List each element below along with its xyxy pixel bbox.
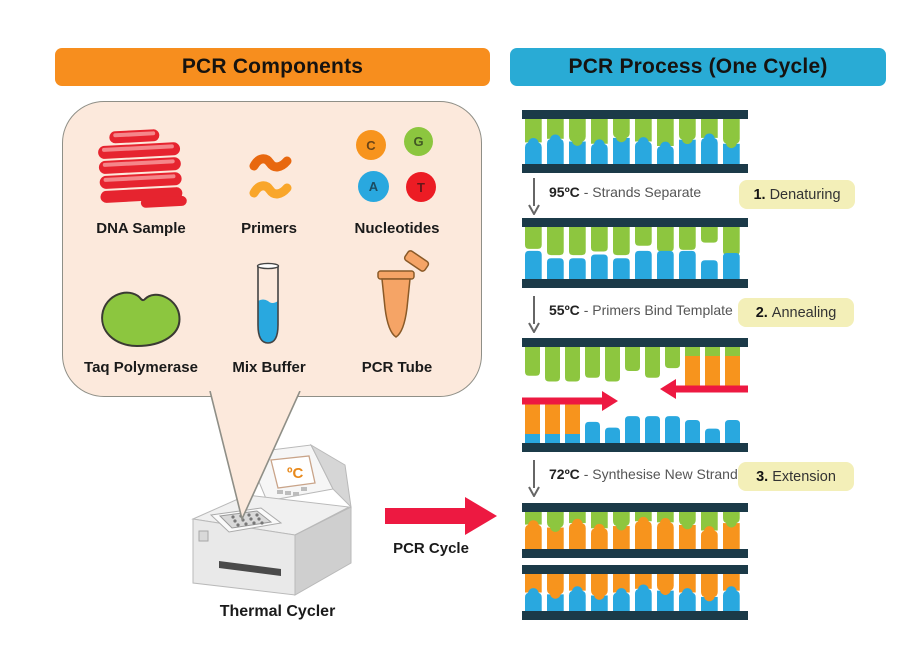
taq-polymerase-label: Taq Polymerase (84, 359, 198, 376)
stage-2-number: 2. (755, 304, 768, 321)
nucleotide-a: A (358, 171, 389, 202)
dna-strand-separated (522, 218, 748, 288)
pcr-cycle-arrow-icon (385, 497, 497, 535)
step-down-arrow-icon (528, 296, 540, 333)
nucleotides-label: Nucleotides (354, 220, 440, 237)
dna-product-strand-1 (522, 503, 748, 558)
nucleotide-c: C (356, 130, 386, 160)
step-2-desc: - Primers Bind Template (583, 302, 733, 318)
pcr-tube-label: PCR Tube (361, 359, 433, 376)
stage-1-number: 1. (753, 186, 766, 203)
nucleotides-icon: C G A T (351, 124, 443, 206)
pcr-process-header: PCR Process (One Cycle) (510, 48, 886, 86)
pcr-cycle-label: PCR Cycle (393, 540, 469, 557)
step-2-temp: 55ºC (549, 302, 580, 318)
dna-sample-icon (98, 129, 187, 208)
stage-1-label: Denaturing (769, 186, 841, 203)
mix-buffer-icon (256, 262, 280, 344)
stage-3-label: Extension (772, 468, 836, 485)
stage-badge-extension: 3. Extension (738, 462, 854, 491)
pcr-components-header: PCR Components (55, 48, 490, 86)
pcr-tube-icon (377, 250, 430, 338)
stage-badge-denaturing: 1. Denaturing (739, 180, 855, 209)
components-bubble: C G A T DNA Sample Primers Nucleotides T… (62, 101, 482, 397)
step-down-arrow-icon (528, 178, 540, 215)
primers-icon (249, 154, 292, 199)
step-1-temp: 95ºC (549, 184, 580, 200)
dna-sample-label: DNA Sample (96, 220, 186, 237)
stage-badge-annealing: 2. Annealing (738, 298, 854, 327)
step-1-desc: - Strands Separate (583, 184, 702, 200)
nucleotide-t: T (406, 172, 436, 202)
step-down-arrow-icon (528, 460, 540, 497)
dna-strand-double (522, 110, 748, 173)
thermal-cycler-label: Thermal Cycler (219, 603, 336, 620)
stage-3-number: 3. (756, 468, 769, 485)
mix-buffer-label: Mix Buffer (232, 359, 306, 376)
nucleotide-g: G (404, 127, 433, 156)
dna-strand-annealing (522, 338, 748, 452)
step-1-text: 95ºC - Strands Separate (549, 184, 701, 200)
stage-2-label: Annealing (771, 304, 837, 321)
primers-label: Primers (241, 220, 297, 237)
thermal-cycler-illustration: ºC (191, 443, 352, 596)
step-3-text: 72ºC - Synthesise New Strand (549, 466, 738, 482)
taq-polymerase-icon (101, 291, 181, 348)
step-3-temp: 72ºC (549, 466, 580, 482)
cycler-screen-text: ºC (287, 465, 303, 482)
step-2-text: 55ºC - Primers Bind Template (549, 302, 733, 318)
step-3-desc: - Synthesise New Strand (583, 466, 738, 482)
dna-product-strand-2 (522, 565, 748, 620)
